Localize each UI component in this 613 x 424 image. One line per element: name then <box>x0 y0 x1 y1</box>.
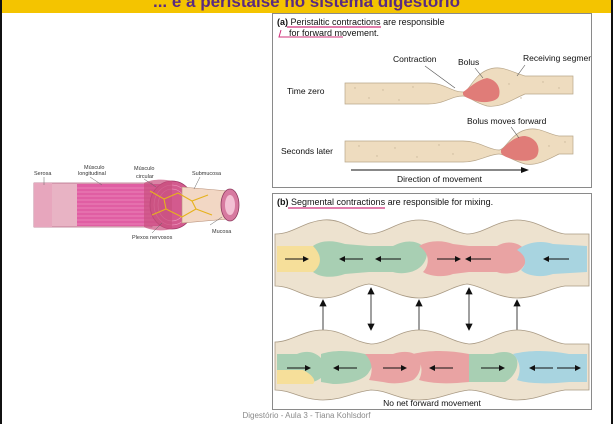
panel-peristalsis: (a) Peristaltic contractions are respons… <box>272 13 592 188</box>
seconds-later-label: Seconds later <box>281 146 333 156</box>
serosa-label: Serosa <box>34 171 52 177</box>
panel-b-title-rest: are responsible for mixing. <box>385 197 493 207</box>
lower-segmented-tube <box>275 330 589 400</box>
upper-segmented-tube <box>275 220 589 298</box>
bolus-label: Bolus <box>458 57 479 67</box>
direction-label: Direction of movement <box>397 174 483 184</box>
circular-muscle-label-1: Músculo <box>134 166 154 172</box>
panel-b-letter: (b) <box>277 197 289 207</box>
contraction-label: Contraction <box>393 54 437 64</box>
segmentation-diagram: (b) Segmental contractions are responsib… <box>273 194 591 409</box>
panel-a-title-underlined: Peristaltic contractions <box>291 17 382 27</box>
bolus-time-zero <box>463 78 500 102</box>
direction-arrowhead-icon <box>521 167 529 173</box>
longitudinal-muscle-label-2: longitudinal <box>78 171 106 177</box>
no-net-movement-label: No net forward movement <box>383 398 481 408</box>
slide-title: ... e a peristalse no sistema digestório <box>0 0 613 12</box>
circular-muscle-label-2: circular <box>136 174 154 180</box>
panel-segmentation: (b) Segmental contractions are responsib… <box>272 193 592 410</box>
bolus-seconds-later <box>501 136 539 161</box>
panel-a-title-rest: are responsible <box>381 17 445 27</box>
title-banner: ... e a peristalse no sistema digestório <box>0 0 613 13</box>
bolus-forward-label: Bolus moves forward <box>467 116 547 126</box>
intestine-wall-illustration: Serosa Músculo longitudinal Músculo circ… <box>32 165 254 245</box>
tube-time-zero <box>345 68 573 106</box>
panel-b-title-underlined: Segmental contractions <box>291 197 386 207</box>
plexus-label: Plexos nervosos <box>132 235 173 241</box>
tube-seconds-later <box>345 129 573 164</box>
svg-text:(b) Segmental contractions are: (b) Segmental contractions are responsib… <box>277 197 493 207</box>
submucosa-label: Submucosa <box>192 171 222 177</box>
svg-text:(a) Peristaltic contractions a: (a) Peristaltic contractions are respons… <box>277 17 445 27</box>
left-border <box>0 0 2 424</box>
receiving-segment-label: Receiving segment <box>523 53 591 63</box>
mucosa-label: Mucosa <box>212 229 232 235</box>
peristalsis-diagram: (a) Peristaltic contractions are respons… <box>273 14 591 187</box>
time-zero-label: Time zero <box>287 86 325 96</box>
panel-a-letter: (a) <box>277 17 288 27</box>
slide-footer: Digestório - Aula 3 - Tiana Kohlsdorf <box>0 411 613 420</box>
